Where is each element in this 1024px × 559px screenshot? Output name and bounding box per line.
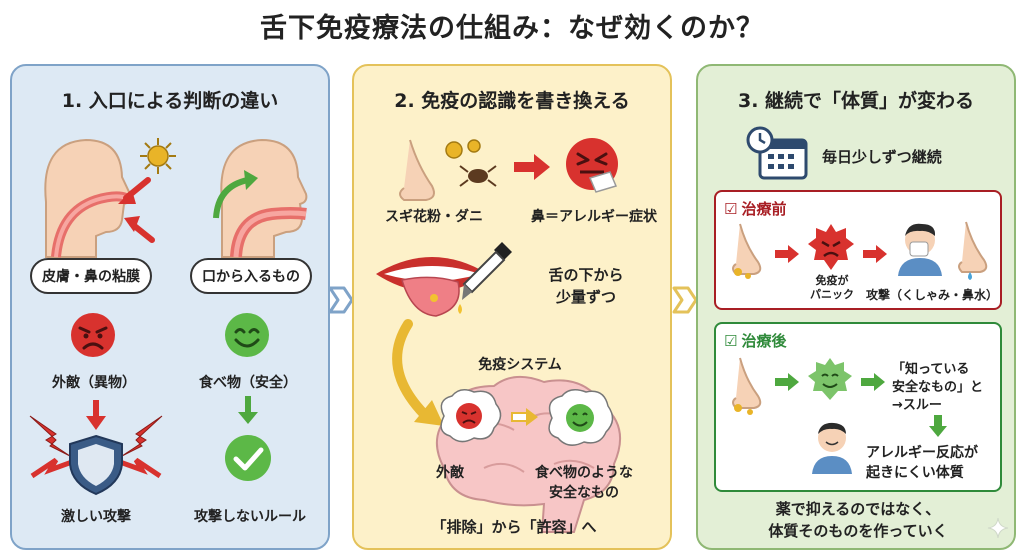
nose-drip-icon <box>958 221 988 280</box>
green-arrow-right-icon <box>775 373 799 391</box>
panel-constitution-change: 3. 継続で「体質」が変わる 毎日少しずつ継続 ☑治療前 免疫が パニック <box>696 64 1016 550</box>
footer-line-2: 体質そのものを作っていく <box>768 522 948 540</box>
head-nose-icon <box>44 138 132 258</box>
green-arrow-down-icon <box>238 396 258 424</box>
panel2-heading: 2. 免疫の認識を書き換える <box>394 90 630 112</box>
calendar-clock-icon <box>746 126 808 180</box>
label-food: 食べ物（安全） <box>199 375 297 391</box>
yellow-arrow-right-icon <box>511 408 538 426</box>
label-pollen-mites: スギ花粉・ダニ <box>385 209 483 225</box>
label-safe-thing: 安全なもの <box>549 485 619 501</box>
head-mouth-icon <box>220 138 308 258</box>
green-arrow-icon <box>213 170 258 219</box>
panel1-heading: 1. 入口による判断の違い <box>61 90 279 112</box>
sparkle-icon <box>987 517 1009 539</box>
label-immune-system: 免疫システム <box>478 357 562 373</box>
red-arrow-right-icon <box>514 154 550 180</box>
pollen-mite-icon <box>445 139 497 187</box>
before-treatment-box: ☑治療前 免疫が パニック 攻撃（くしゃみ・鼻水） <box>714 190 1002 310</box>
green-arrow-right-icon <box>861 373 885 391</box>
label-known-2: 安全なもの」と <box>892 380 984 395</box>
label-no-attack-rule: 攻撃しないルール <box>194 509 306 525</box>
label-under-tongue: 舌の下から <box>548 266 624 284</box>
chevron-right-icon <box>328 286 354 314</box>
label-enemy: 外敵（異物） <box>52 375 136 391</box>
pollen-icon <box>140 138 176 174</box>
label-enemy-small: 外敵 <box>436 465 464 481</box>
label-immune-panic-1: 免疫が <box>815 274 849 287</box>
label-small-amount: 少量ずつ <box>555 288 617 306</box>
panel-entry-judgment: 1. 入口による判断の違い 皮膚・鼻の粘膜 口から入るもの <box>10 64 330 550</box>
panel3-heading: 3. 継続で「体質」が変わる <box>737 90 975 112</box>
label-attack-sneeze: 攻撃（くしゃみ・鼻水） <box>866 288 999 302</box>
green-arrow-down-icon <box>929 415 947 437</box>
label-exclude-to-accept: 「排除」から「許容」へ <box>431 518 597 536</box>
thought-bubble-safe-icon <box>548 389 614 446</box>
label-known-3: →スルー <box>892 398 942 413</box>
label-mouth-intake: 口から入るもの <box>190 258 312 294</box>
before-heading: 治療前 <box>741 200 787 218</box>
footer-line-1: 薬で抑えるのではなく、 <box>775 500 941 518</box>
thought-bubble-enemy-icon <box>440 389 502 443</box>
label-skin-mucosa: 皮膚・鼻の粘膜 <box>30 258 152 294</box>
label-food-like: 食べ物のような <box>535 465 633 481</box>
sneeze-face-icon <box>566 138 618 193</box>
label-immune-panic-2: パニック <box>810 288 854 301</box>
sneezing-person-icon <box>898 223 942 276</box>
red-arrow-right-icon <box>775 245 799 263</box>
label-result-1: アレルギー反応が <box>866 445 978 461</box>
person-icon <box>812 422 852 474</box>
page-title: 舌下免疫療法の仕組み：なぜ効くのか？ <box>260 13 764 44</box>
label-result-2: 起きにくい体質 <box>866 465 964 481</box>
label-daily-continue: 毎日少しずつ継続 <box>822 148 942 166</box>
nose-icon <box>732 357 762 415</box>
smile-face-icon <box>225 313 269 357</box>
panic-face-icon <box>808 224 854 270</box>
checkbox-icon: ☑ <box>724 200 738 218</box>
after-treatment-box: ☑治療後 「知っている 安全なもの」と →スルー アレルギー反応が <box>714 322 1002 492</box>
check-circle-icon <box>225 435 271 481</box>
calm-face-icon <box>808 358 852 400</box>
nose-icon <box>399 139 435 201</box>
label-known-1: 「知っている <box>892 362 970 377</box>
red-arrow-icon <box>118 177 151 204</box>
yellow-curve-arrow-icon <box>392 319 444 426</box>
nose-icon <box>732 223 762 279</box>
dropper-icon <box>458 242 512 314</box>
red-arrow-right-icon <box>863 245 887 263</box>
after-heading: 治療後 <box>741 332 787 350</box>
chevron-right-icon <box>672 286 698 314</box>
checkbox-icon: ☑ <box>724 332 738 350</box>
angry-face-icon <box>71 313 115 357</box>
label-fierce-attack: 激しい攻撃 <box>61 509 131 525</box>
shield-attack-icon <box>29 400 163 496</box>
mouth-tongue-icon <box>376 257 488 317</box>
label-nose-symptom: 鼻＝アレルギー症状 <box>531 209 657 225</box>
red-arrow-icon <box>124 216 155 243</box>
panel-rewrite-recognition: 2. 免疫の認識を書き換える スギ花粉・ダニ 鼻＝アレルギー症状 舌の下から 少… <box>352 64 672 550</box>
